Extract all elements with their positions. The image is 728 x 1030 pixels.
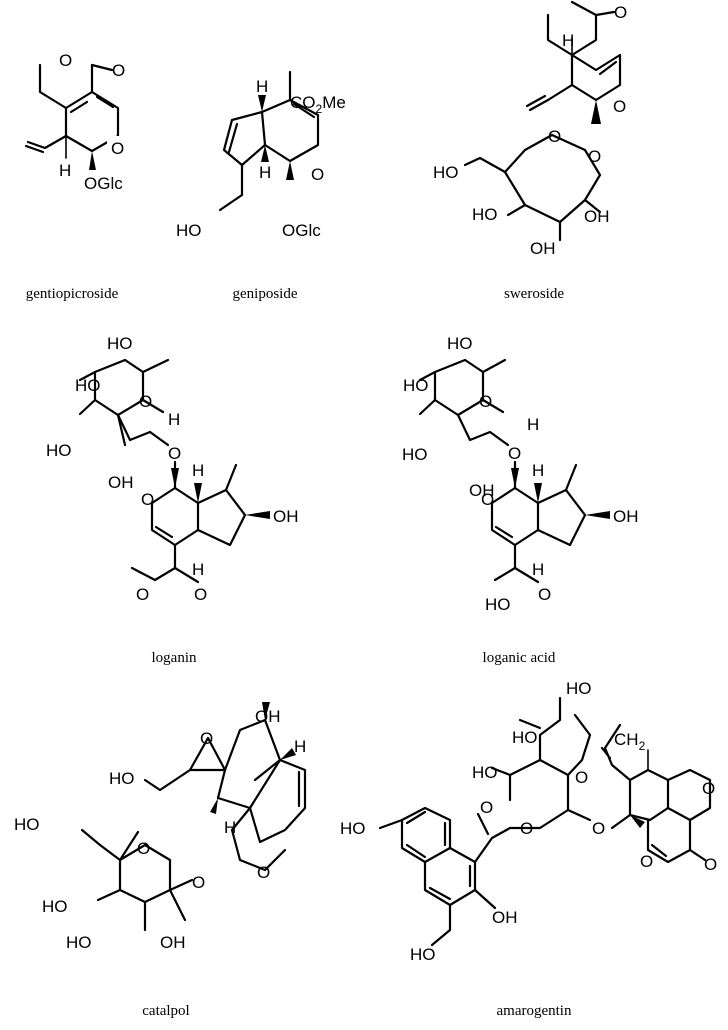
amarogentin-carbonyl-oxygen-lactone: O [704,855,717,874]
caption-geniposide: geniposide [233,286,298,302]
caption-catalpol: catalpol [142,1003,189,1019]
loganic-acid-cyclopentane-hydroxyl: OH [613,507,639,526]
loganin-pyran-oxygen: O [141,490,154,509]
sweroside-glycosidic-oxygen: O [588,147,601,166]
loganin-ester-oxygen: O [136,585,149,604]
sweroside-carbonyl-oxygen: O [614,3,627,22]
catalpol-sugar-hydroxyl-left: HO [42,897,68,916]
loganin-cyclopentane-hydroxyl: OH [273,507,299,526]
structure-sweroside: O H O O O HO HO OH OH sweroside [433,0,627,302]
loganic-acid-ch2oh: HO [447,334,473,353]
sweroside-pyran-oxygen: O [613,97,626,116]
catalpol-sugar-ch2oh: HO [14,815,40,834]
loganin-carbonyl-oxygen: O [194,585,207,604]
amarogentin-lactone-oxygen: O [702,779,715,798]
geniposide-hydroxyl: HO [176,221,202,240]
catalpol-epoxide-oxygen: O [200,729,213,748]
loganin-sugar-hydroxyl-left: HO [46,441,72,460]
structure-loganin: HO HO HO OH O H O O H H OH O O loganin [46,334,299,666]
structure-geniposide: O H H CO2Me HO OGlc geniposide [176,70,346,302]
amarogentin-pyran-oxygen: O [640,852,653,871]
structure-catalpol: OH O HO H H O O O HO HO HO OH catalpol [14,702,306,1019]
loganic-acid-sugar-hydroxyl-top: HO [403,376,429,395]
catalpol-hydrogen-top: H [294,737,306,756]
amarogentin-sugar-hydroxyl: HO [472,763,498,782]
caption-loganic-acid: loganic acid [483,650,556,666]
catalpol-sugar-hydroxyl-bottom-right: OH [160,933,186,952]
amarogentin-ester-oxygen: O [520,819,533,838]
amarogentin-carbonyl-oxygen: O [480,798,493,817]
loganic-acid-hydrogen-top: H [532,461,544,480]
caption-sweroside: sweroside [504,286,564,302]
sweroside-hydroxyl-bottom: OH [530,239,556,258]
geniposide-hydrogen-bottom: H [259,163,271,182]
loganic-acid-sugar-hydroxyl-bottom: OH [469,481,495,500]
sweroside-ch2oh: HO [433,163,459,182]
loganin-hydrogen-top: H [192,461,204,480]
loganin-sugar-hydroxyl-bottom: OH [108,473,134,492]
loganic-acid-sugar-hydroxyl-left: HO [402,445,428,464]
structure-amarogentin: HO OH HO O O HO HO HO O O CH2 O O O amar… [340,679,717,1019]
catalpol-hydroxyl-top: OH [255,707,281,726]
sweroside-sugar-ring-oxygen: O [548,127,561,146]
catalpol-hydrogen-bottom: H [224,818,236,837]
loganic-acid-anomeric-hydrogen: H [527,415,539,434]
loganin-sugar-ring-oxygen: O [139,392,152,411]
gentiopicroside-hydrogen: H [59,161,71,180]
amarogentin-vinyl-label: CH2 [614,730,646,753]
loganin-glycosidic-oxygen: O [168,444,181,463]
loganic-acid-pyran-oxygen: O [481,490,494,509]
amarogentin-hydroxyl-top: HO [566,679,592,698]
structure-loganic-acid: HO HO HO OH O H O O H H OH HO O loganic … [402,334,639,666]
caption-amarogentin: amarogentin [497,1003,572,1019]
structure-gentiopicroside: O O O H OGlc gentiopicroside [24,48,129,302]
catalpol-glycosidic-oxygen: O [192,873,205,892]
caption-gentiopicroside: gentiopicroside [26,286,119,302]
loganin-anomeric-hydrogen: H [168,410,180,429]
gentiopicroside-oglc-label: OGlc [84,174,123,193]
sweroside-hydroxyl-left: HO [472,205,498,224]
amarogentin-resorcinol-hydroxyl-bottom: HO [410,945,436,964]
gentiopicroside-pyran-oxygen: O [111,139,124,158]
loganic-acid-carboxyl-hydroxyl: HO [485,595,511,614]
amarogentin-phenol-hydroxyl: HO [340,819,366,838]
geniposide-hydrogen-top: H [256,77,268,96]
loganic-acid-sugar-ring-oxygen: O [479,392,492,411]
caption-loganin: loganin [152,650,197,666]
amarogentin-resorcinol-hydroxyl-right: OH [492,908,518,927]
catalpol-pyran-oxygen: O [257,863,270,882]
gentiopicroside-carbonyl-oxygen: O [112,61,125,80]
geniposide-oglc-label: OGlc [282,221,321,240]
amarogentin-glycosidic-oxygen: O [592,819,605,838]
catalpol-ch2oh: HO [109,769,135,788]
amarogentin-sugar-hydroxyl-top: HO [512,728,538,747]
catalpol-sugar-hydroxyl-bottom-left: HO [66,933,92,952]
geniposide-pyran-oxygen: O [311,165,324,184]
loganic-acid-glycosidic-oxygen: O [508,444,521,463]
sweroside-hydroxyl-right: OH [584,207,610,226]
loganin-hydrogen-bottom: H [192,560,204,579]
loganin-sugar-hydroxyl-top: HO [75,376,101,395]
loganin-ch2oh: HO [107,334,133,353]
geniposide-co2me-label: CO2Me [290,93,346,116]
catalpol-sugar-ring-oxygen: O [137,839,150,858]
gentiopicroside-ring-oxygen: O [59,51,72,70]
sweroside-hydrogen: H [562,31,574,50]
loganic-acid-hydrogen-bottom: H [532,560,544,579]
amarogentin-sugar-ring-oxygen: O [575,768,588,787]
loganic-acid-carbonyl-oxygen: O [538,585,551,604]
